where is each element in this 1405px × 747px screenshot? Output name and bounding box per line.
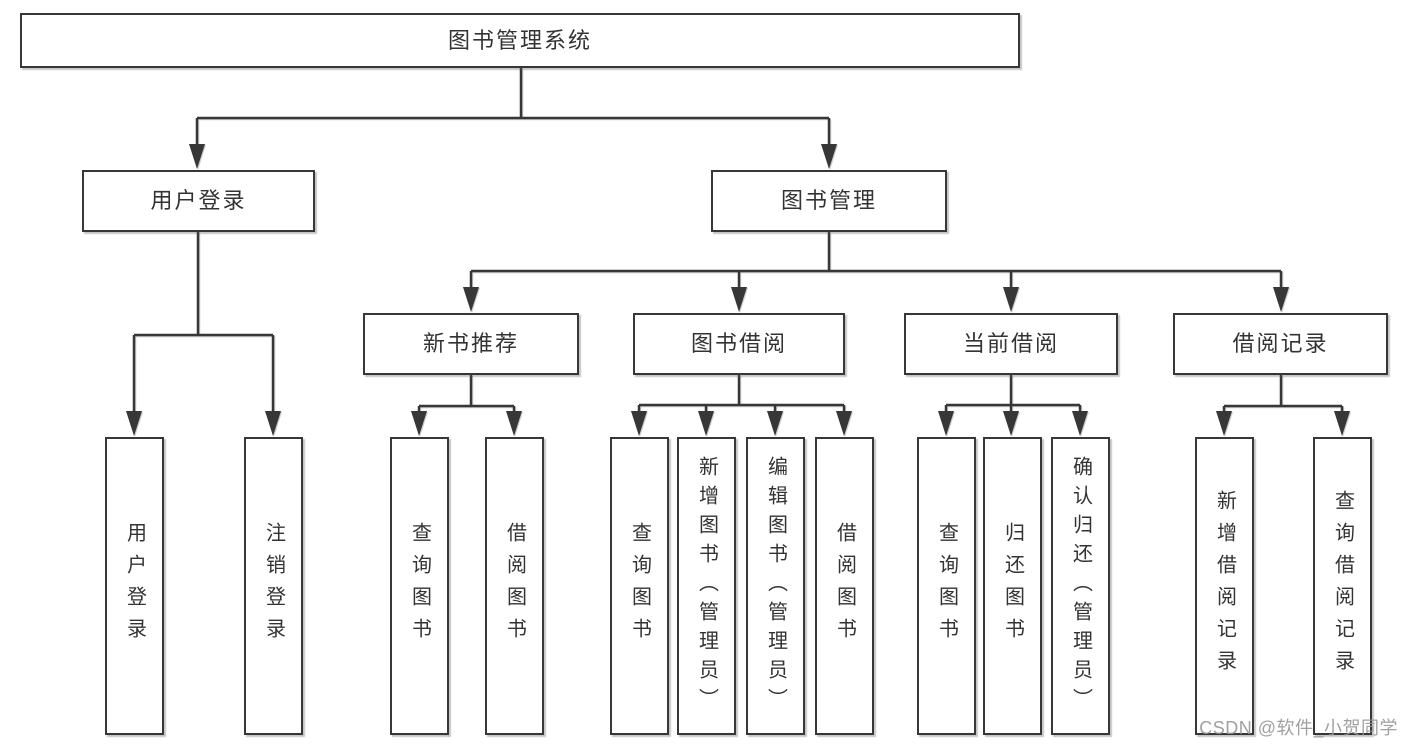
connector-borrowing xyxy=(637,375,846,412)
node-borrow-records: 借阅记录 xyxy=(1173,313,1388,375)
connector-user-login xyxy=(132,232,275,412)
leaf-query-borrow-record: 查询借阅记录 xyxy=(1313,437,1372,735)
leaf-query-books-recommend: 查询图书 xyxy=(390,437,449,735)
connector-new-books xyxy=(417,375,516,412)
arrowhead xyxy=(821,144,837,169)
node-book-management-branch: 图书管理 xyxy=(711,170,947,232)
connector-current xyxy=(944,375,1082,412)
connector-records xyxy=(1222,375,1344,412)
leaf-logout: 注销登录 xyxy=(244,437,303,735)
arrowhead xyxy=(411,411,427,436)
node-root: 图书管理系统 xyxy=(20,13,1020,68)
arrowhead xyxy=(1216,411,1232,436)
arrowhead xyxy=(698,411,714,436)
arrowhead xyxy=(1334,411,1350,436)
connector-book-mgmt xyxy=(469,232,1283,289)
arrowhead xyxy=(767,411,783,436)
arrowhead xyxy=(1003,411,1019,436)
arrowhead xyxy=(938,411,954,436)
csdn-watermark: CSDN @软件_小贺同学 xyxy=(1199,718,1398,738)
leaf-borrow-books-recommend: 借阅图书 xyxy=(485,437,544,735)
arrowhead xyxy=(189,144,205,169)
leaf-edit-books-admin: 编辑图书（管理员） xyxy=(746,437,805,735)
leaf-return-books: 归还图书 xyxy=(983,437,1042,735)
leaf-add-books-admin: 新增图书（管理员） xyxy=(677,437,736,735)
leaf-confirm-return-admin: 确认归还（管理员） xyxy=(1051,437,1110,735)
leaf-add-borrow-record: 新增借阅记录 xyxy=(1195,437,1254,735)
arrowhead xyxy=(506,411,522,436)
leaf-query-books-current: 查询图书 xyxy=(917,437,976,735)
arrowhead xyxy=(1273,287,1289,312)
leaf-borrow-books: 借阅图书 xyxy=(815,437,874,735)
arrowhead xyxy=(265,411,281,436)
connector-root xyxy=(195,68,831,146)
arrowhead xyxy=(1072,411,1088,436)
leaf-user-login: 用户登录 xyxy=(105,437,164,735)
node-current-borrow: 当前借阅 xyxy=(904,313,1118,375)
node-new-book-recommend: 新书推荐 xyxy=(363,313,579,375)
arrowhead xyxy=(731,287,747,312)
arrowhead xyxy=(126,411,142,436)
arrowhead xyxy=(836,411,852,436)
arrowhead xyxy=(1003,287,1019,312)
leaf-query-books-borrow: 查询图书 xyxy=(610,437,669,735)
arrowhead xyxy=(631,411,647,436)
arrowhead xyxy=(463,287,479,312)
node-user-login-branch: 用户登录 xyxy=(82,170,315,232)
node-book-borrow: 图书借阅 xyxy=(633,313,845,375)
